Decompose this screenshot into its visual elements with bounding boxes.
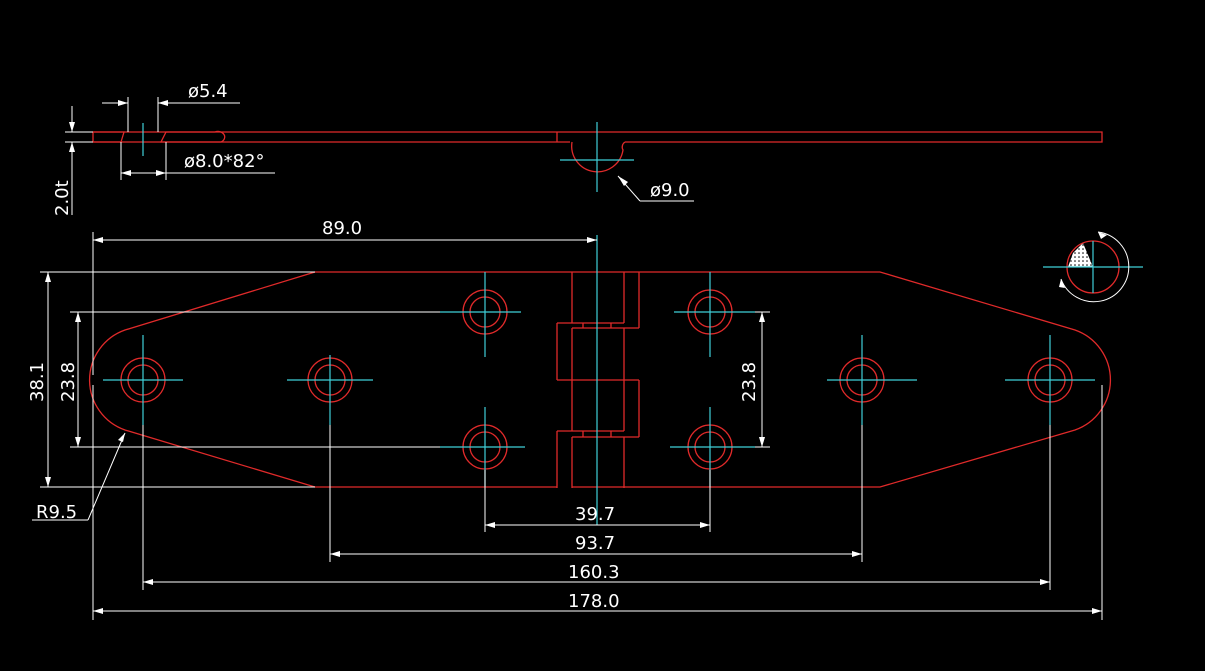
plan-view: 89.0 38.1 23.8 23.8 R9.5 39.7 93.7 160.3…: [27, 218, 1112, 620]
hole: [674, 272, 755, 357]
side-view: ø5.4 ø8.0*82° 2.0t ø9.0: [52, 81, 1103, 216]
dim-mid-holes: 93.7: [575, 533, 615, 554]
hole: [287, 355, 373, 425]
dim-overall-length: 178.0: [568, 591, 620, 612]
hole: [670, 407, 755, 487]
knuckle-circle: [571, 141, 626, 173]
left-leaf-outline: [88, 271, 572, 488]
dim-overall-width: 38.1: [27, 362, 48, 402]
dim-end-radius: R9.5: [36, 502, 77, 523]
dim-outer-holes: 160.3: [568, 562, 620, 583]
hole: [827, 335, 917, 425]
dim-knuckle-diameter: ø9.0: [650, 180, 690, 201]
hatch-left: [92, 131, 125, 143]
knuckle-detail: [556, 271, 640, 488]
dim-countersink: ø8.0*82°: [184, 151, 265, 172]
hatch-right: [159, 130, 226, 143]
dim-hole-spacing-right: 23.8: [739, 362, 760, 402]
dim-inner-holes: 39.7: [575, 504, 615, 525]
dim-half-length: 89.0: [322, 218, 362, 239]
right-leaf-outline: [572, 271, 1112, 488]
dim-hole-spacing-left: 23.8: [58, 362, 79, 402]
hole: [440, 272, 521, 357]
rotation-symbol: [1043, 231, 1143, 303]
hole: [440, 407, 525, 487]
hole: [103, 335, 183, 425]
hole: [1005, 335, 1095, 425]
dim-thickness: 2.0t: [52, 180, 73, 216]
dim-hole-diameter: ø5.4: [188, 81, 228, 102]
